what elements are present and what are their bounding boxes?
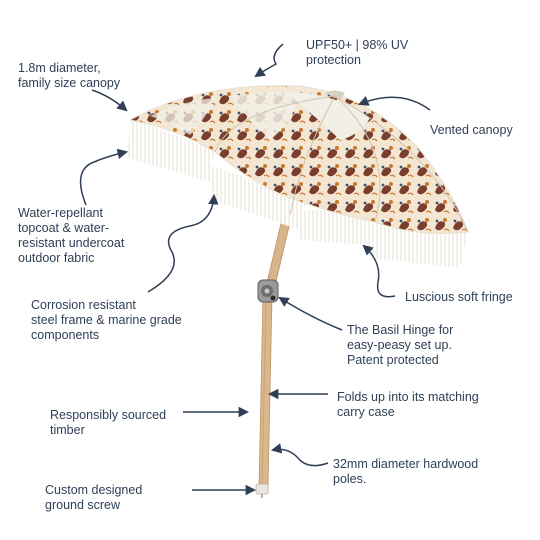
label-timber: Responsibly sourced timber [50, 408, 167, 437]
arrow-icon [254, 43, 284, 78]
arrow-icon [358, 96, 431, 111]
label-fringe: Luscious soft fringe [405, 290, 513, 304]
umbrella-canopy [128, 85, 469, 268]
label-upf: UPF50+ | 98% UV protection [306, 38, 409, 67]
arrow-icon [362, 244, 396, 298]
label-frame: Corrosion resistant steel frame & marine… [31, 298, 182, 342]
arrow-icon [270, 443, 329, 467]
label-fabric: Water-repellant topcoat & water- resista… [18, 206, 125, 265]
label-diameter: 1.8m diameter, family size canopy [18, 61, 121, 90]
label-hinge: The Basil Hinge for easy-peasy set up. P… [347, 323, 454, 367]
arrow-icon [147, 193, 219, 293]
label-carry-case: Folds up into its matching carry case [337, 390, 479, 419]
annotation-arrows [79, 43, 431, 496]
arrow-icon [79, 148, 129, 206]
label-vented: Vented canopy [430, 123, 513, 137]
arrow-icon [278, 296, 343, 331]
umbrella-pole [255, 214, 292, 498]
basil-hinge [257, 279, 279, 303]
ground-screw [255, 483, 269, 495]
label-poles: 32mm diameter hardwood poles. [333, 457, 479, 486]
arrow-icon [91, 89, 128, 112]
label-ground-screw: Custom designed ground screw [45, 483, 143, 512]
